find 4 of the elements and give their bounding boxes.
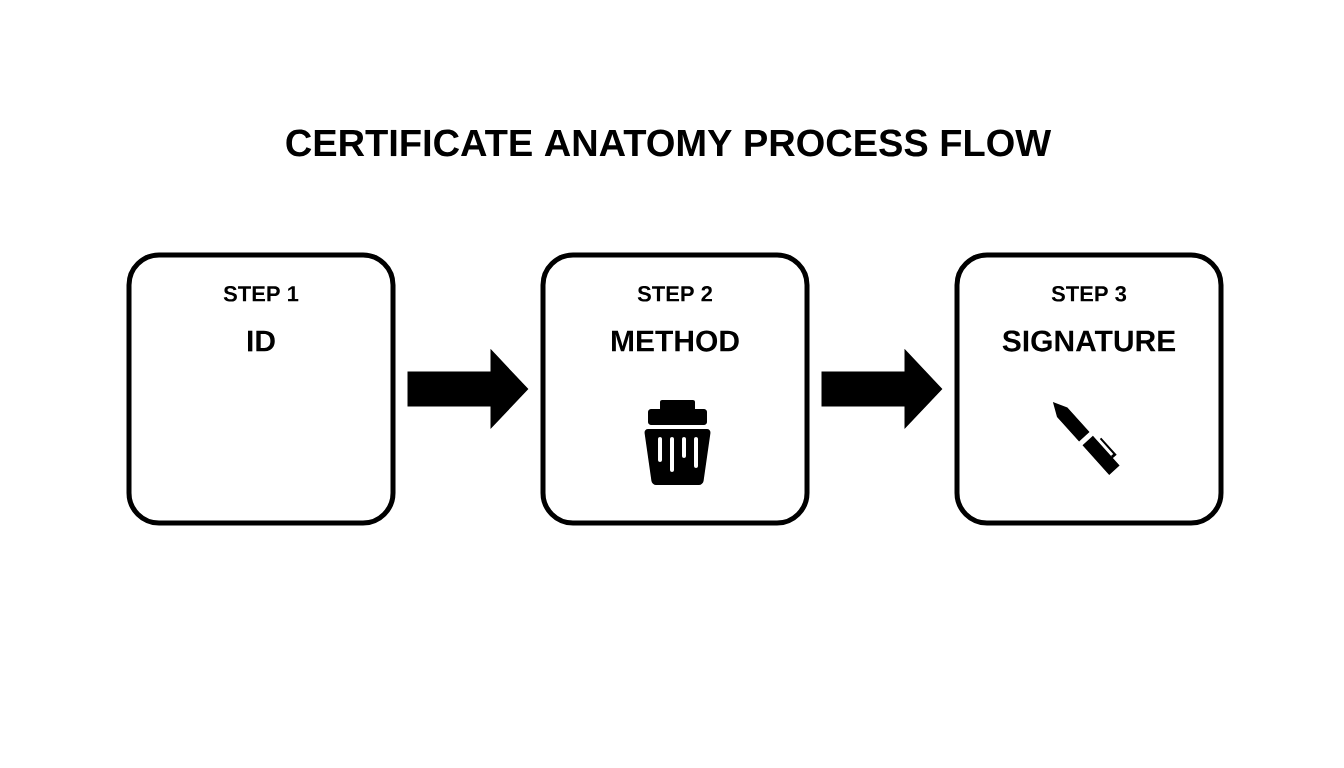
step-box: STEP 1 ID: [126, 252, 396, 526]
step-box: STEP 3 SIGNATURE: [954, 252, 1224, 526]
title: CERTIFICATE ANATOMY PROCESS FLOW: [286, 129, 1052, 157]
step-box: STEP 2 METHOD: [540, 252, 810, 526]
